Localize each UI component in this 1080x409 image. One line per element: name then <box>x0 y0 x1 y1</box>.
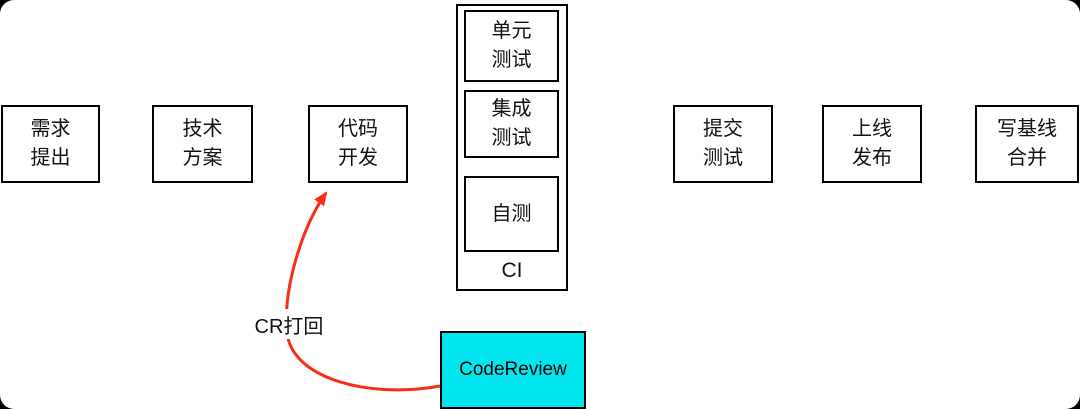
node-release-label-line1: 上线 <box>852 118 892 140</box>
cr-return-label: CR打回 <box>243 309 335 339</box>
node-unit-test: 单元 测试 <box>464 10 559 82</box>
cr-return-arrow-path <box>284 191 441 392</box>
node-submit-test: 提交 测试 <box>673 105 773 183</box>
node-release-label-line2: 发布 <box>852 147 892 169</box>
node-submit-test-label-line1: 提交 <box>703 118 743 140</box>
node-requirement: 需求 提出 <box>1 105 100 183</box>
code-review-box: CodeReview <box>440 331 586 409</box>
ci-group: 单元 测试 集成 测试 自测 CI <box>456 4 568 291</box>
node-integration-test-label-line2: 测试 <box>491 127 532 149</box>
code-review-label: CodeReview <box>459 359 567 380</box>
node-baseline-merge: 写基线 合并 <box>975 105 1079 183</box>
node-tech-plan: 技术 方案 <box>152 105 253 183</box>
node-code-dev-label-line2: 开发 <box>338 147 378 169</box>
node-self-test-label: 自测 <box>491 202 532 225</box>
node-integration-test-label-line1: 集成 <box>491 98 532 120</box>
node-requirement-label-line1: 需求 <box>30 118 71 140</box>
node-baseline-merge-label-line1: 写基线 <box>997 118 1057 140</box>
node-unit-test-label-line1: 单元 <box>491 20 532 42</box>
node-tech-plan-label-line2: 方案 <box>182 147 223 169</box>
node-release: 上线 发布 <box>822 105 922 183</box>
node-code-dev-label-line1: 代码 <box>338 118 378 140</box>
node-code-dev: 代码 开发 <box>308 105 408 183</box>
node-baseline-merge-label-line2: 合并 <box>1007 147 1047 169</box>
node-self-test: 自测 <box>464 176 559 252</box>
node-integration-test: 集成 测试 <box>464 90 559 158</box>
node-unit-test-label-line2: 测试 <box>491 49 532 71</box>
node-requirement-label-line2: 提出 <box>30 147 71 169</box>
node-tech-plan-label-line1: 技术 <box>182 118 223 140</box>
node-submit-test-label-line2: 测试 <box>703 147 743 169</box>
ci-group-label: CI <box>501 259 523 282</box>
